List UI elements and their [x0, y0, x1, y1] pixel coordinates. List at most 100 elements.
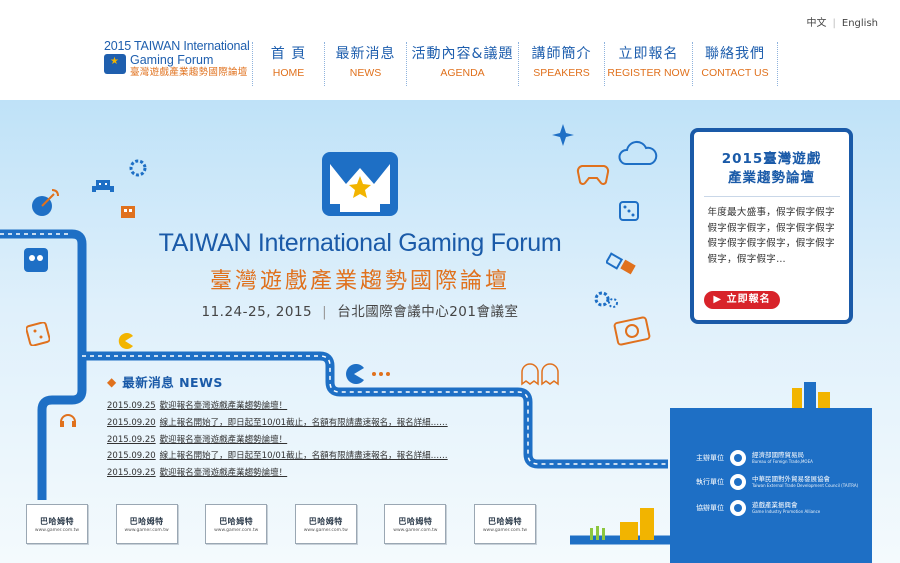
satellite-dish-icon [32, 189, 59, 216]
news-date: 2015.09.20 [107, 417, 156, 428]
organizer-row: 執行單位 中華民國對外貿易發展協會 Taiwan External Trade … [670, 470, 872, 494]
nav-news[interactable]: 最新消息 NEWS [324, 42, 406, 86]
organizer-seal-icon [730, 450, 746, 466]
organizer-name-en: Game Industry Promotion Alliance [752, 509, 821, 514]
register-box-divider [703, 196, 840, 197]
camera-icon [613, 316, 651, 346]
nav-label-en: AGENDA [440, 67, 485, 79]
chip-icon [24, 248, 48, 272]
nav-home[interactable]: 首 頁 HOME [252, 42, 324, 86]
site-logo[interactable]: 2015 TAIWAN International Gaming Forum 臺… [104, 40, 254, 79]
news-heading-text: 最新消息 NEWS [122, 375, 223, 390]
news-title: 線上報名開始了，即日起至10/01截止，名額有限請盡速報名，報名詳細…… [159, 451, 448, 462]
organizer-name: 中華民國對外貿易發展協會 [752, 475, 830, 483]
dice-icon [26, 322, 50, 346]
sponsor-brand: 巴哈姆特 [40, 516, 74, 526]
nav-label-zh: 活動內容&議題 [411, 46, 514, 62]
sponsor-url: www.gamer.com.tw [303, 527, 348, 533]
organizer-row: 主辦單位 經濟部國際貿易局 Bureau of Foreign Trade,MO… [670, 446, 872, 470]
hero-title-en: TAIWAN International Gaming Forum [158, 229, 562, 257]
sponsor-url: www.gamer.com.tw [124, 527, 169, 533]
nav-label-en: NEWS [349, 67, 382, 79]
logo-text-line2: Gaming Forum [130, 53, 214, 67]
news-date: 2015.09.25 [107, 434, 156, 445]
sponsor-brand: 巴哈姆特 [398, 516, 433, 526]
nav-agenda[interactable]: 活動內容&議題 AGENDA [406, 42, 518, 86]
register-promo-box: 2015臺灣遊戲 產業趨勢論壇 年度最大盛事，假字假字假字假字假字假字，假字假字… [690, 128, 853, 324]
news-title: 歡迎報名臺灣遊戲產業趨勢論壇！ [159, 434, 288, 445]
logo-text-zh: 臺灣遊戲產業趨勢國際論壇 [130, 67, 248, 78]
news-date: 2015.09.25 [107, 468, 156, 479]
space-invader-icon [92, 180, 114, 192]
gamepad-icon [576, 165, 610, 185]
organizer-seal-icon [730, 500, 746, 516]
pacman-dots-icon [346, 364, 390, 384]
register-box-description: 年度最大盛事，假字假字假字假字假字假字，假字假字假字假字假字假字假字，假字假字假… [707, 207, 835, 265]
sponsor-brand: 巴哈姆特 [308, 516, 343, 526]
site-header: 中文|English 2015 TAIWAN International Gam… [0, 0, 900, 100]
sponsor-url: www.gamer.com.tw [214, 527, 259, 533]
news-date: 2015.09.20 [107, 451, 156, 462]
organizer-name: 遊戲產業振興會 [752, 501, 798, 509]
organizers-panel: 主辦單位 經濟部國際貿易局 Bureau of Foreign Trade,MO… [670, 408, 872, 563]
gear-icon [129, 159, 147, 177]
sponsor-brand: 巴哈姆特 [219, 516, 254, 526]
lang-zh-link[interactable]: 中文 [806, 18, 827, 29]
organizer-row: 協辦單位 遊戲產業振興會 Game Industry Promotion All… [670, 496, 872, 520]
sponsor-url: www.gamer.com.tw [482, 527, 528, 533]
ghost-icon [521, 363, 559, 386]
organizer-names: 遊戲產業振興會 Game Industry Promotion Alliance [752, 501, 820, 515]
nav-label-en: HOME [272, 67, 305, 79]
town-icon [590, 508, 654, 540]
organizer-role: 主辦單位 [696, 454, 724, 462]
language-switcher: 中文|English [807, 14, 878, 29]
sponsor-brand: 巴哈姆特 [487, 516, 522, 526]
nav-label-zh: 立即報名 [618, 46, 679, 62]
nav-label-en: SPEAKERS [533, 67, 590, 79]
organizer-name: 經濟部國際貿易局 [752, 451, 804, 459]
nav-speakers[interactable]: 講師簡介 SPEAKERS [518, 42, 604, 86]
nav-label-en: REGISTER NOW [607, 67, 690, 79]
main-nav: 首 頁 HOME 最新消息 NEWS 活動內容&議題 AGENDA 講師簡介 S… [252, 42, 778, 86]
organizer-names: 中華民國對外貿易發展協會 Taiwan External Trade Devel… [752, 475, 858, 489]
pixel-robot-icon [121, 206, 135, 218]
hero-title-zh: 臺灣遊戲產業趨勢國際論壇 [209, 269, 510, 294]
organizer-seal-icon [730, 474, 746, 490]
organizer-name-en: Bureau of Foreign Trade,MOEA [752, 459, 813, 464]
sponsor-url: www.gamer.com.tw [34, 527, 80, 533]
headset-icon [60, 414, 76, 427]
cloud-icon [618, 140, 658, 165]
event-date-venue: 11.24-25, 2015|台北國際會議中心201會議室 [125, 300, 595, 320]
nav-label-zh: 首 頁 [270, 46, 307, 62]
organizer-role: 協辦單位 [696, 504, 724, 512]
organizer-name-en: Taiwan External Trade Development Counci… [752, 483, 859, 488]
dice-icon [619, 201, 639, 221]
news-title: 歡迎報名臺灣遊戲產業趨勢論壇！ [159, 468, 288, 479]
register-box-title: 2015臺灣遊戲 產業趨勢論壇 [694, 150, 849, 188]
lang-en-link[interactable]: English [841, 18, 878, 29]
play-arrow-icon: ▶ [713, 294, 727, 305]
nav-contact[interactable]: 聯絡我們 CONTACT US [692, 42, 778, 86]
sponsor-brand: 巴哈姆特 [129, 516, 164, 526]
nav-register[interactable]: 立即報名 REGISTER NOW [604, 42, 692, 86]
register-button-label: 立即報名 [726, 294, 771, 305]
register-now-button[interactable]: ▶ 立即報名 [704, 291, 780, 309]
register-box-title-line2: 產業趨勢論壇 [728, 170, 815, 186]
nav-label-zh: 聯絡我們 [705, 46, 765, 62]
event-date: 11.24-25, 2015 [201, 304, 313, 320]
hero-banner: TAIWAN International Gaming Forum 臺灣遊戲產業… [0, 100, 900, 563]
logo-mark-icon [104, 54, 126, 74]
event-venue: 台北國際會議中心201會議室 [337, 304, 519, 320]
